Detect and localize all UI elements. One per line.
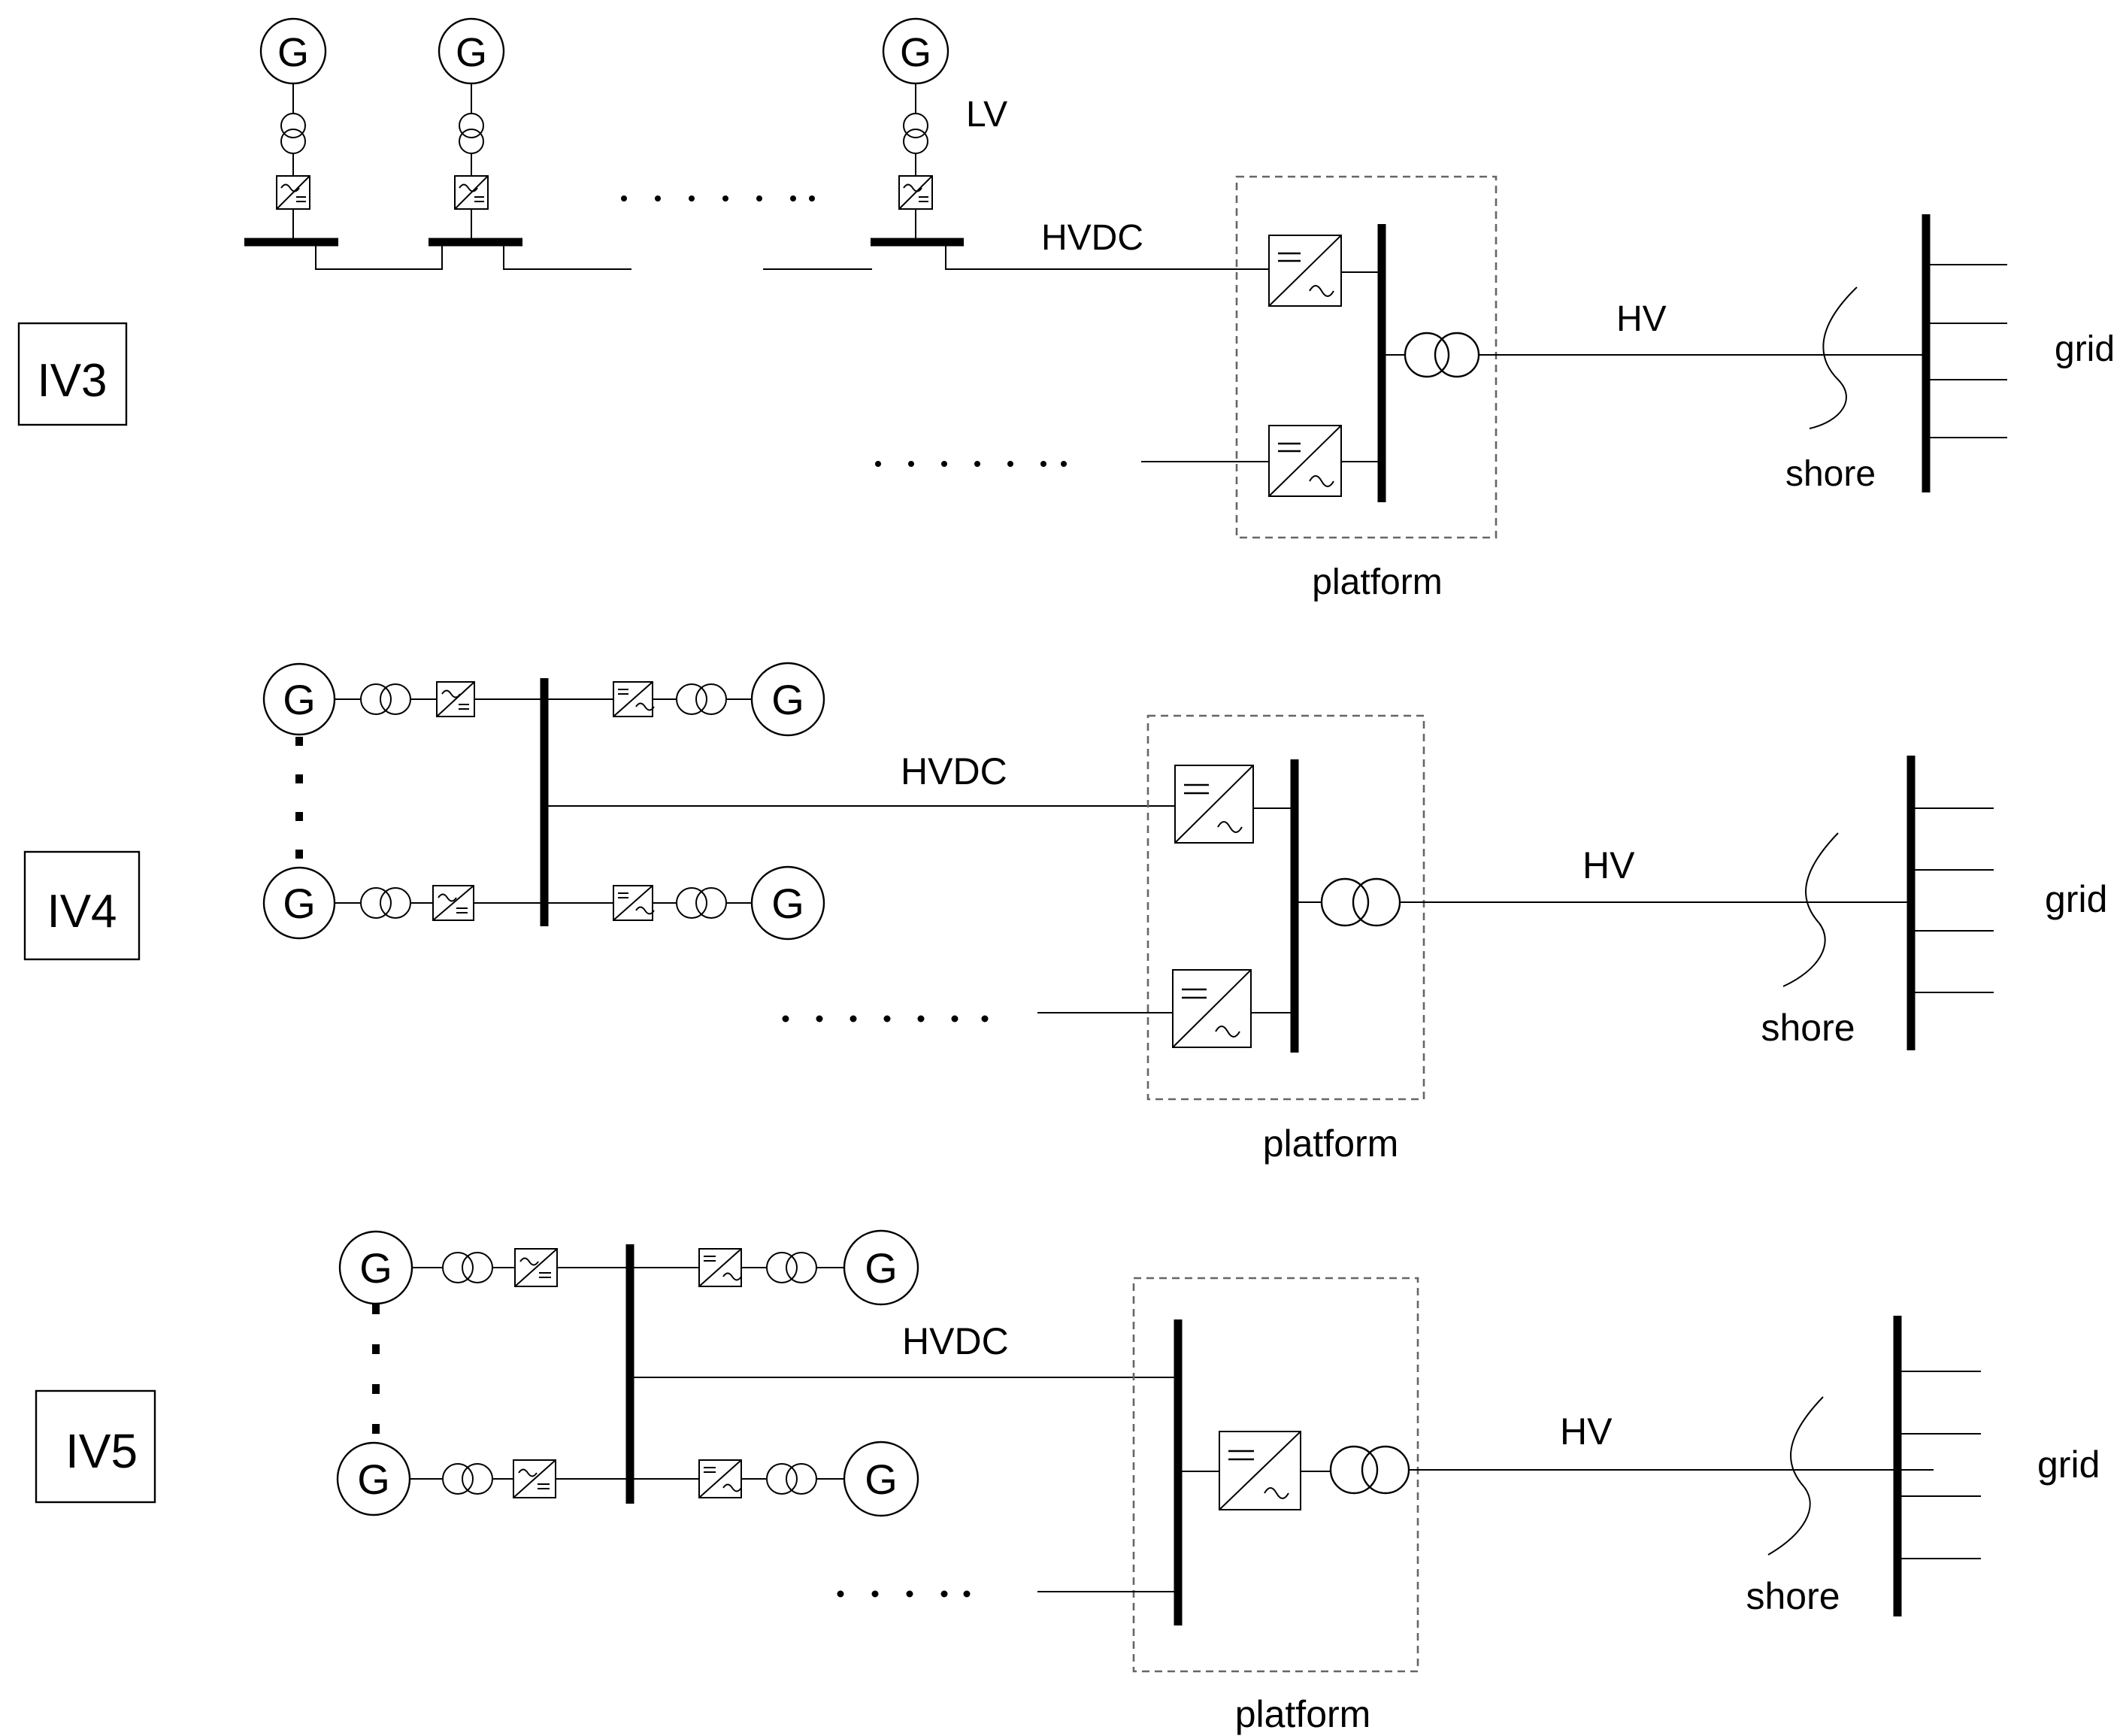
diagram-iv3: IV3 G G — [17, 17, 2115, 602]
transformer-icon — [1404, 332, 1450, 378]
transformer-icon — [676, 887, 707, 919]
converter-icon — [454, 175, 489, 210]
shore-label: shore — [1785, 454, 1876, 494]
diagram-label: IV5 — [65, 1424, 138, 1478]
hvdc-label: HVDC — [901, 750, 1007, 792]
generator-symbol: G — [359, 1244, 392, 1292]
platform-boundary — [1235, 175, 1498, 539]
generator-symbol: G — [865, 1456, 898, 1503]
transformer-icon — [766, 1252, 798, 1283]
ellipsis-dots — [782, 1015, 989, 1023]
transformer-icon — [360, 683, 392, 715]
transformer-icon — [903, 113, 928, 138]
hv-label: HV — [1616, 299, 1667, 339]
generator-symbol: G — [771, 676, 804, 723]
transformer-icon — [442, 1252, 474, 1283]
generator-unit: G — [244, 17, 338, 247]
diagram-label: IV4 — [47, 886, 117, 938]
generator-symbol: G — [771, 880, 804, 927]
platform-label: platform — [1263, 1122, 1399, 1165]
shore-line — [1782, 832, 1839, 987]
diagram-label: IV3 — [37, 355, 107, 407]
converter-icon — [1174, 765, 1254, 844]
ellipsis-dots — [295, 737, 303, 859]
hvdc-label: HVDC — [1041, 218, 1143, 258]
platform-label: platform — [1312, 562, 1442, 602]
diagram-label-box — [23, 850, 141, 961]
converter-icon — [436, 681, 475, 717]
generator-symbol: G — [277, 30, 309, 75]
ellipsis-dots — [621, 195, 815, 201]
grid-label: grid — [2055, 329, 2115, 369]
converter-icon — [513, 1459, 556, 1498]
generator-symbol: G — [283, 676, 316, 723]
converter-icon — [898, 175, 933, 210]
hv-label: HV — [1560, 1410, 1613, 1453]
shore-label: shore — [1761, 1007, 1855, 1049]
generator-icon — [750, 662, 825, 737]
hvdc-cable — [945, 242, 1269, 270]
transformer-icon — [676, 683, 707, 715]
converter-icon — [698, 1248, 742, 1287]
diagram-label-box — [35, 1389, 156, 1504]
converter-icon — [698, 1459, 742, 1498]
platform-boundary — [1146, 714, 1425, 1101]
converter-icon — [276, 175, 310, 210]
diagram-iv4: IV4 G G — [23, 662, 2107, 1165]
shore-label: shore — [1746, 1575, 1840, 1617]
generator-unit: G — [871, 17, 964, 247]
generator-symbol: G — [456, 30, 487, 75]
generator-unit: G — [429, 17, 522, 247]
diagram-label-box — [17, 322, 128, 426]
transformer-icon — [360, 887, 392, 919]
generator-symbol: G — [357, 1456, 390, 1503]
transformer-icon — [766, 1463, 798, 1495]
converter-icon — [1268, 235, 1342, 307]
converter-icon — [613, 885, 655, 921]
ellipsis-dots — [875, 461, 1067, 467]
converter-icon — [1219, 1431, 1301, 1510]
converter-icon — [1172, 969, 1252, 1048]
transformer-icon — [459, 113, 484, 138]
converter-icon — [514, 1248, 558, 1287]
transformer-icon — [442, 1463, 474, 1495]
generator-symbol: G — [900, 30, 931, 75]
shore-line — [1809, 286, 1858, 429]
platform-label: platform — [1235, 1693, 1371, 1735]
transformer-icon — [280, 113, 306, 138]
converter-icon — [613, 681, 655, 717]
grid-label: grid — [2037, 1444, 2100, 1486]
platform-boundary — [1132, 1277, 1419, 1673]
shore-line — [1767, 1396, 1824, 1556]
grid-label: grid — [2045, 878, 2107, 920]
generator-icon — [843, 1229, 919, 1306]
generator-icon — [843, 1441, 919, 1517]
hv-label: HV — [1582, 844, 1635, 886]
hvdc-label: HVDC — [902, 1320, 1009, 1362]
ellipsis-dots — [372, 1304, 380, 1434]
diagram-iv5: IV5 G G — [35, 1229, 2100, 1735]
converter-icon — [1268, 425, 1342, 497]
generator-symbol: G — [283, 880, 316, 927]
generator-icon — [750, 865, 825, 941]
generator-symbol: G — [865, 1244, 898, 1292]
lv-label: LV — [966, 95, 1007, 135]
ellipsis-dots — [837, 1590, 971, 1598]
transformer-icon — [1329, 1445, 1379, 1495]
converter-icon — [432, 885, 474, 921]
transformer-icon — [1320, 877, 1370, 927]
